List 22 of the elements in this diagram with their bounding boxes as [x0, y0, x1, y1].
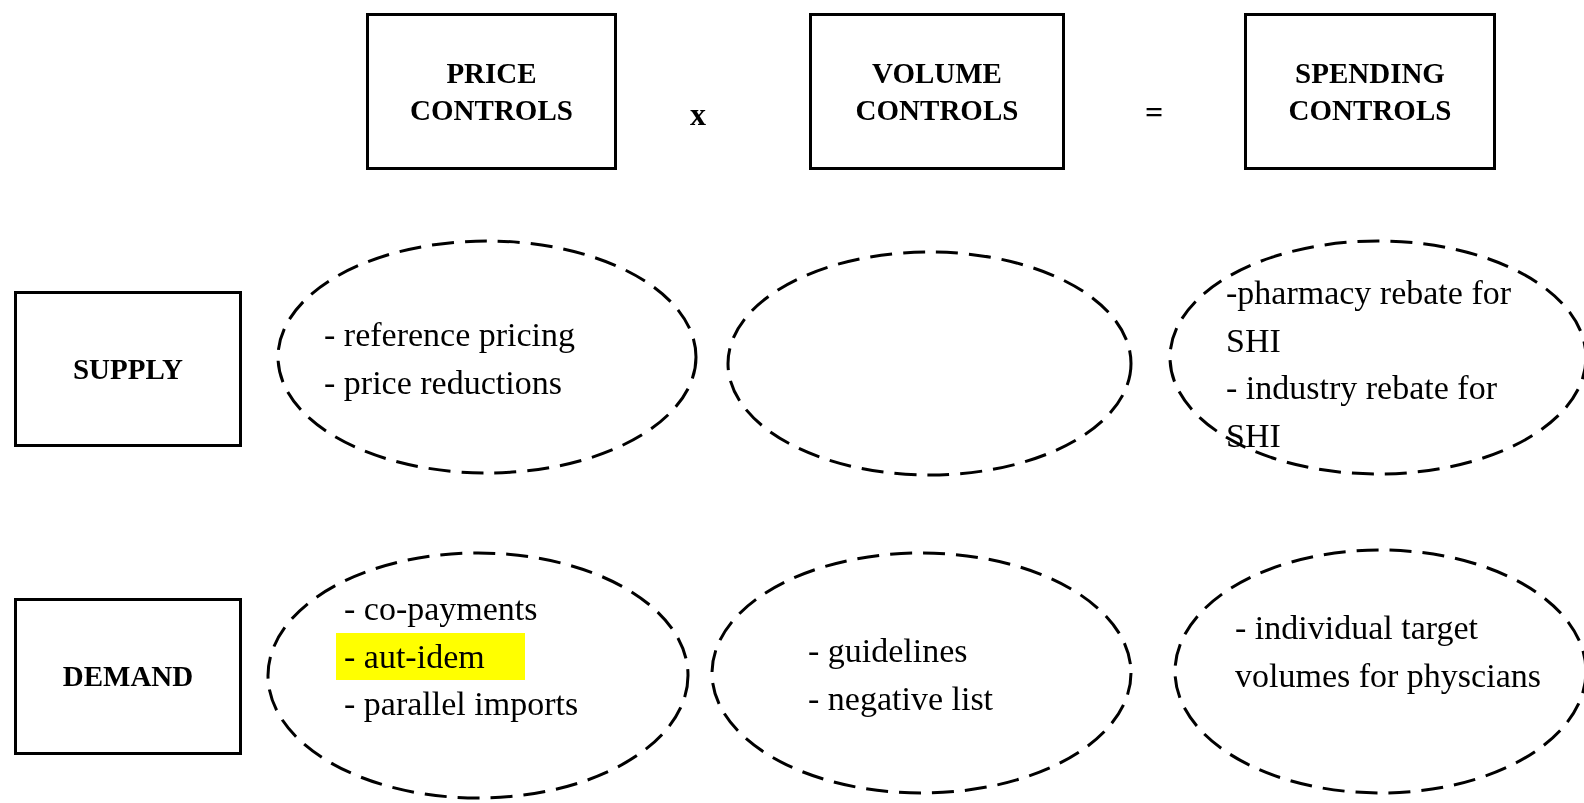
label-box — [809, 13, 1065, 170]
operator-symbol: = — [1145, 93, 1164, 132]
list-item: - industry rebate for SHI — [1226, 368, 1498, 456]
list-item: - reference pricing — [324, 315, 577, 355]
list-item: - aut-idem — [336, 632, 525, 681]
label-box — [1244, 13, 1496, 170]
box-label: SUPPLY — [72, 351, 184, 387]
box-label: PRICE CONTROLS — [409, 56, 574, 128]
list-item: - individual target volumes for physcians — [1235, 608, 1542, 696]
box-label: DEMAND — [62, 659, 194, 695]
list-item: - price reductions — [324, 362, 563, 403]
box-label: SPENDING CONTROLS — [1287, 56, 1453, 128]
label-box — [366, 13, 617, 170]
list-item: - negative list — [808, 678, 995, 719]
operator-symbol: x — [690, 95, 706, 134]
label-box — [14, 291, 242, 447]
box-label: VOLUME CONTROLS — [854, 56, 1020, 128]
list-item: - co-payments — [344, 589, 539, 629]
list-item: - parallel imports — [344, 684, 580, 725]
list-item: -pharmacy rebate for SHI — [1226, 273, 1513, 361]
label-box — [14, 598, 242, 755]
list-item: - guidelines — [808, 631, 969, 671]
